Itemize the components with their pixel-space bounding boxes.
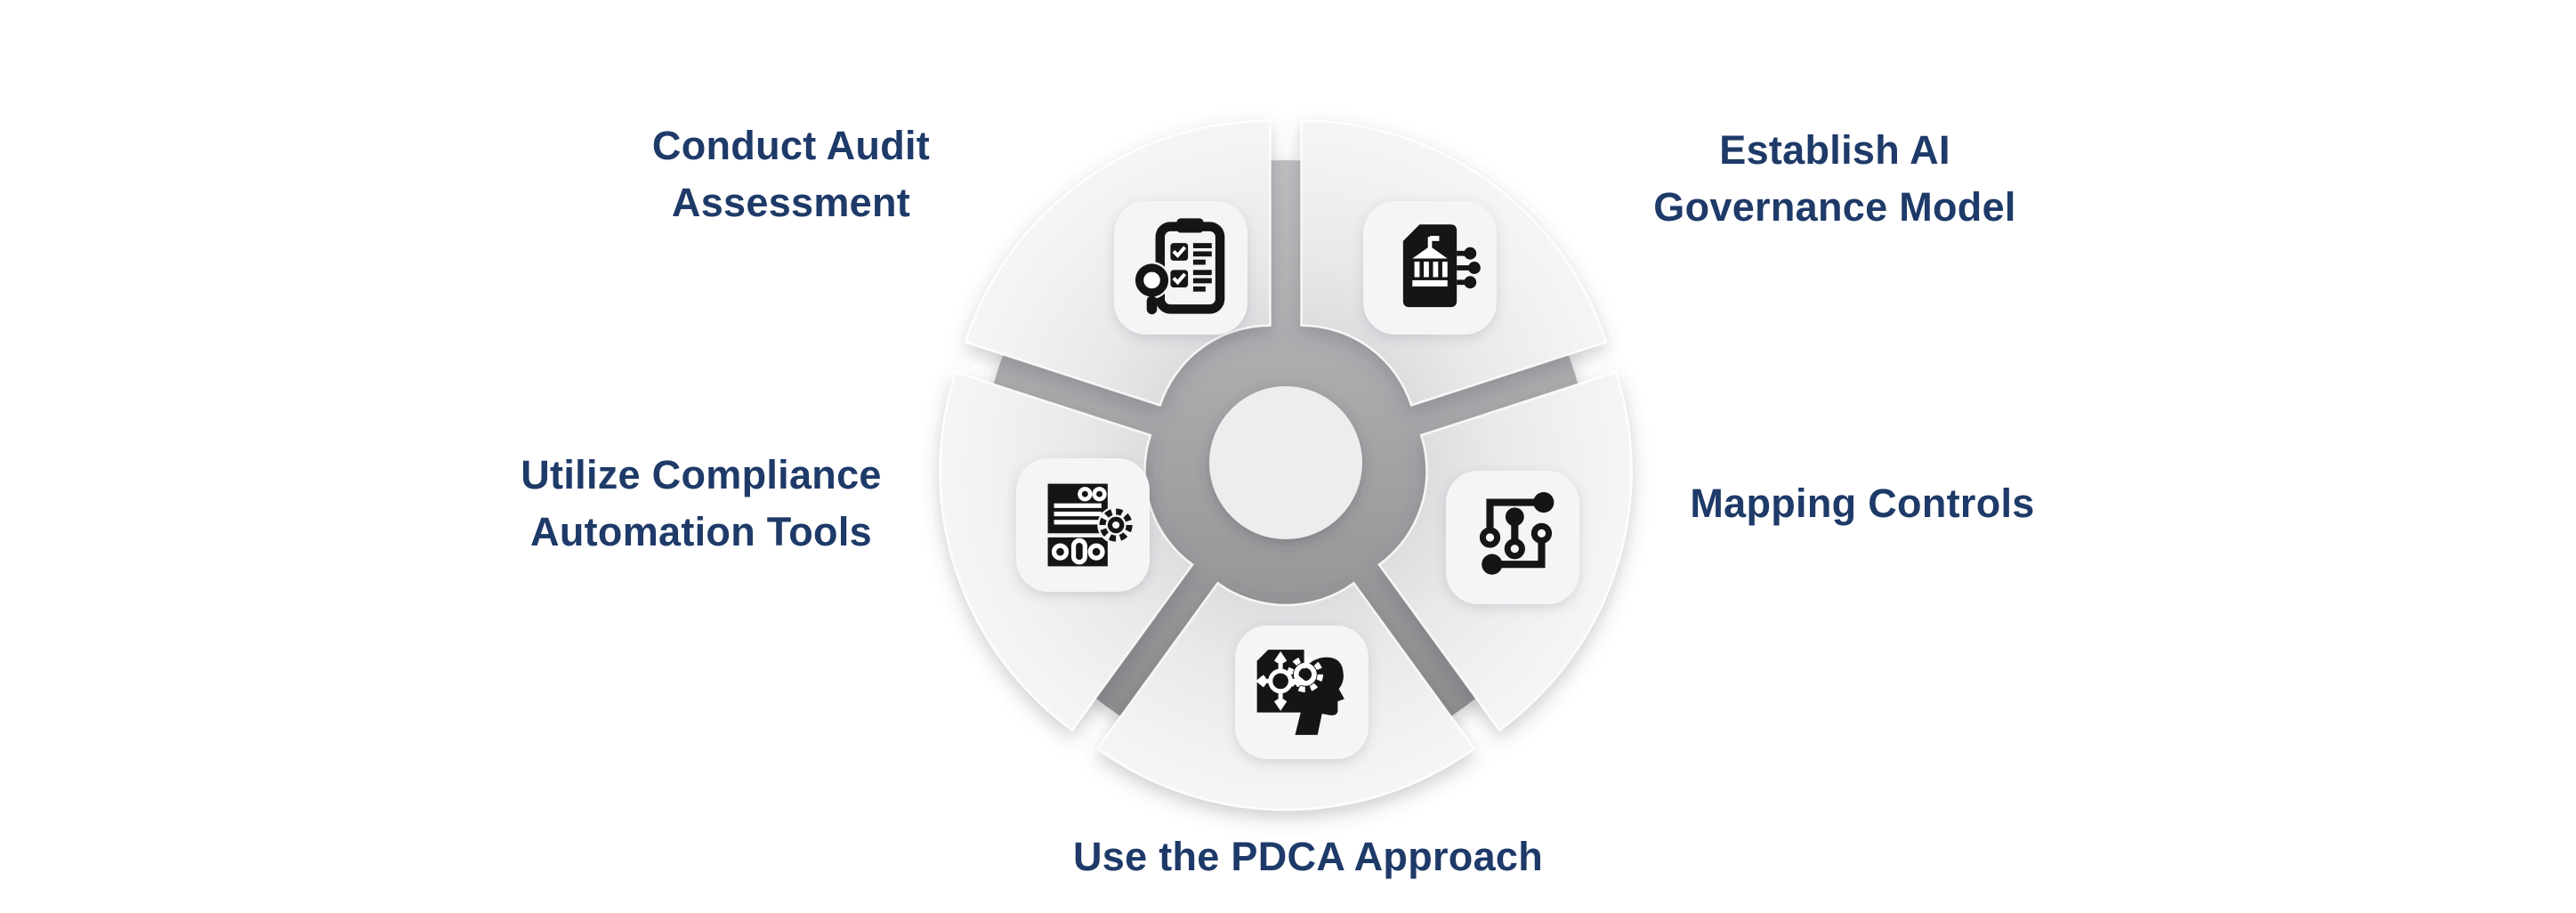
label-line: Mapping Controls <box>1690 481 2035 526</box>
label-utilize-compliance-automation-tools: Utilize Compliance Automation Tools <box>521 447 881 561</box>
audit-checklist-magnifier-icon <box>1133 218 1225 315</box>
compliance-automation-document-gear-icon <box>1047 483 1135 567</box>
governance-document-institution-icon <box>1402 224 1481 308</box>
label-conduct-audit-assessment: Conduct Audit Assessment <box>652 117 930 231</box>
label-mapping-controls: Mapping Controls <box>1690 475 2034 532</box>
label-establish-ai-governance-model: Establish AI Governance Model <box>1653 122 2015 236</box>
label-line: Conduct Audit <box>651 123 931 168</box>
label-line: Assessment <box>671 180 911 225</box>
mapping-circuit-nodes-icon <box>1479 491 1554 575</box>
label-line: Utilize Compliance <box>521 452 882 497</box>
label-line: Governance Model <box>1653 184 2016 230</box>
label-line: Use the PDCA Approach <box>1072 834 1544 879</box>
label-use-the-pdca-approach: Use the PDCA Approach <box>1073 828 1543 885</box>
wheel-hub <box>1209 386 1362 539</box>
label-line: Automation Tools <box>530 509 872 554</box>
pdca-document-head-gear-icon <box>1256 650 1345 735</box>
label-line: Establish AI <box>1719 127 1950 173</box>
